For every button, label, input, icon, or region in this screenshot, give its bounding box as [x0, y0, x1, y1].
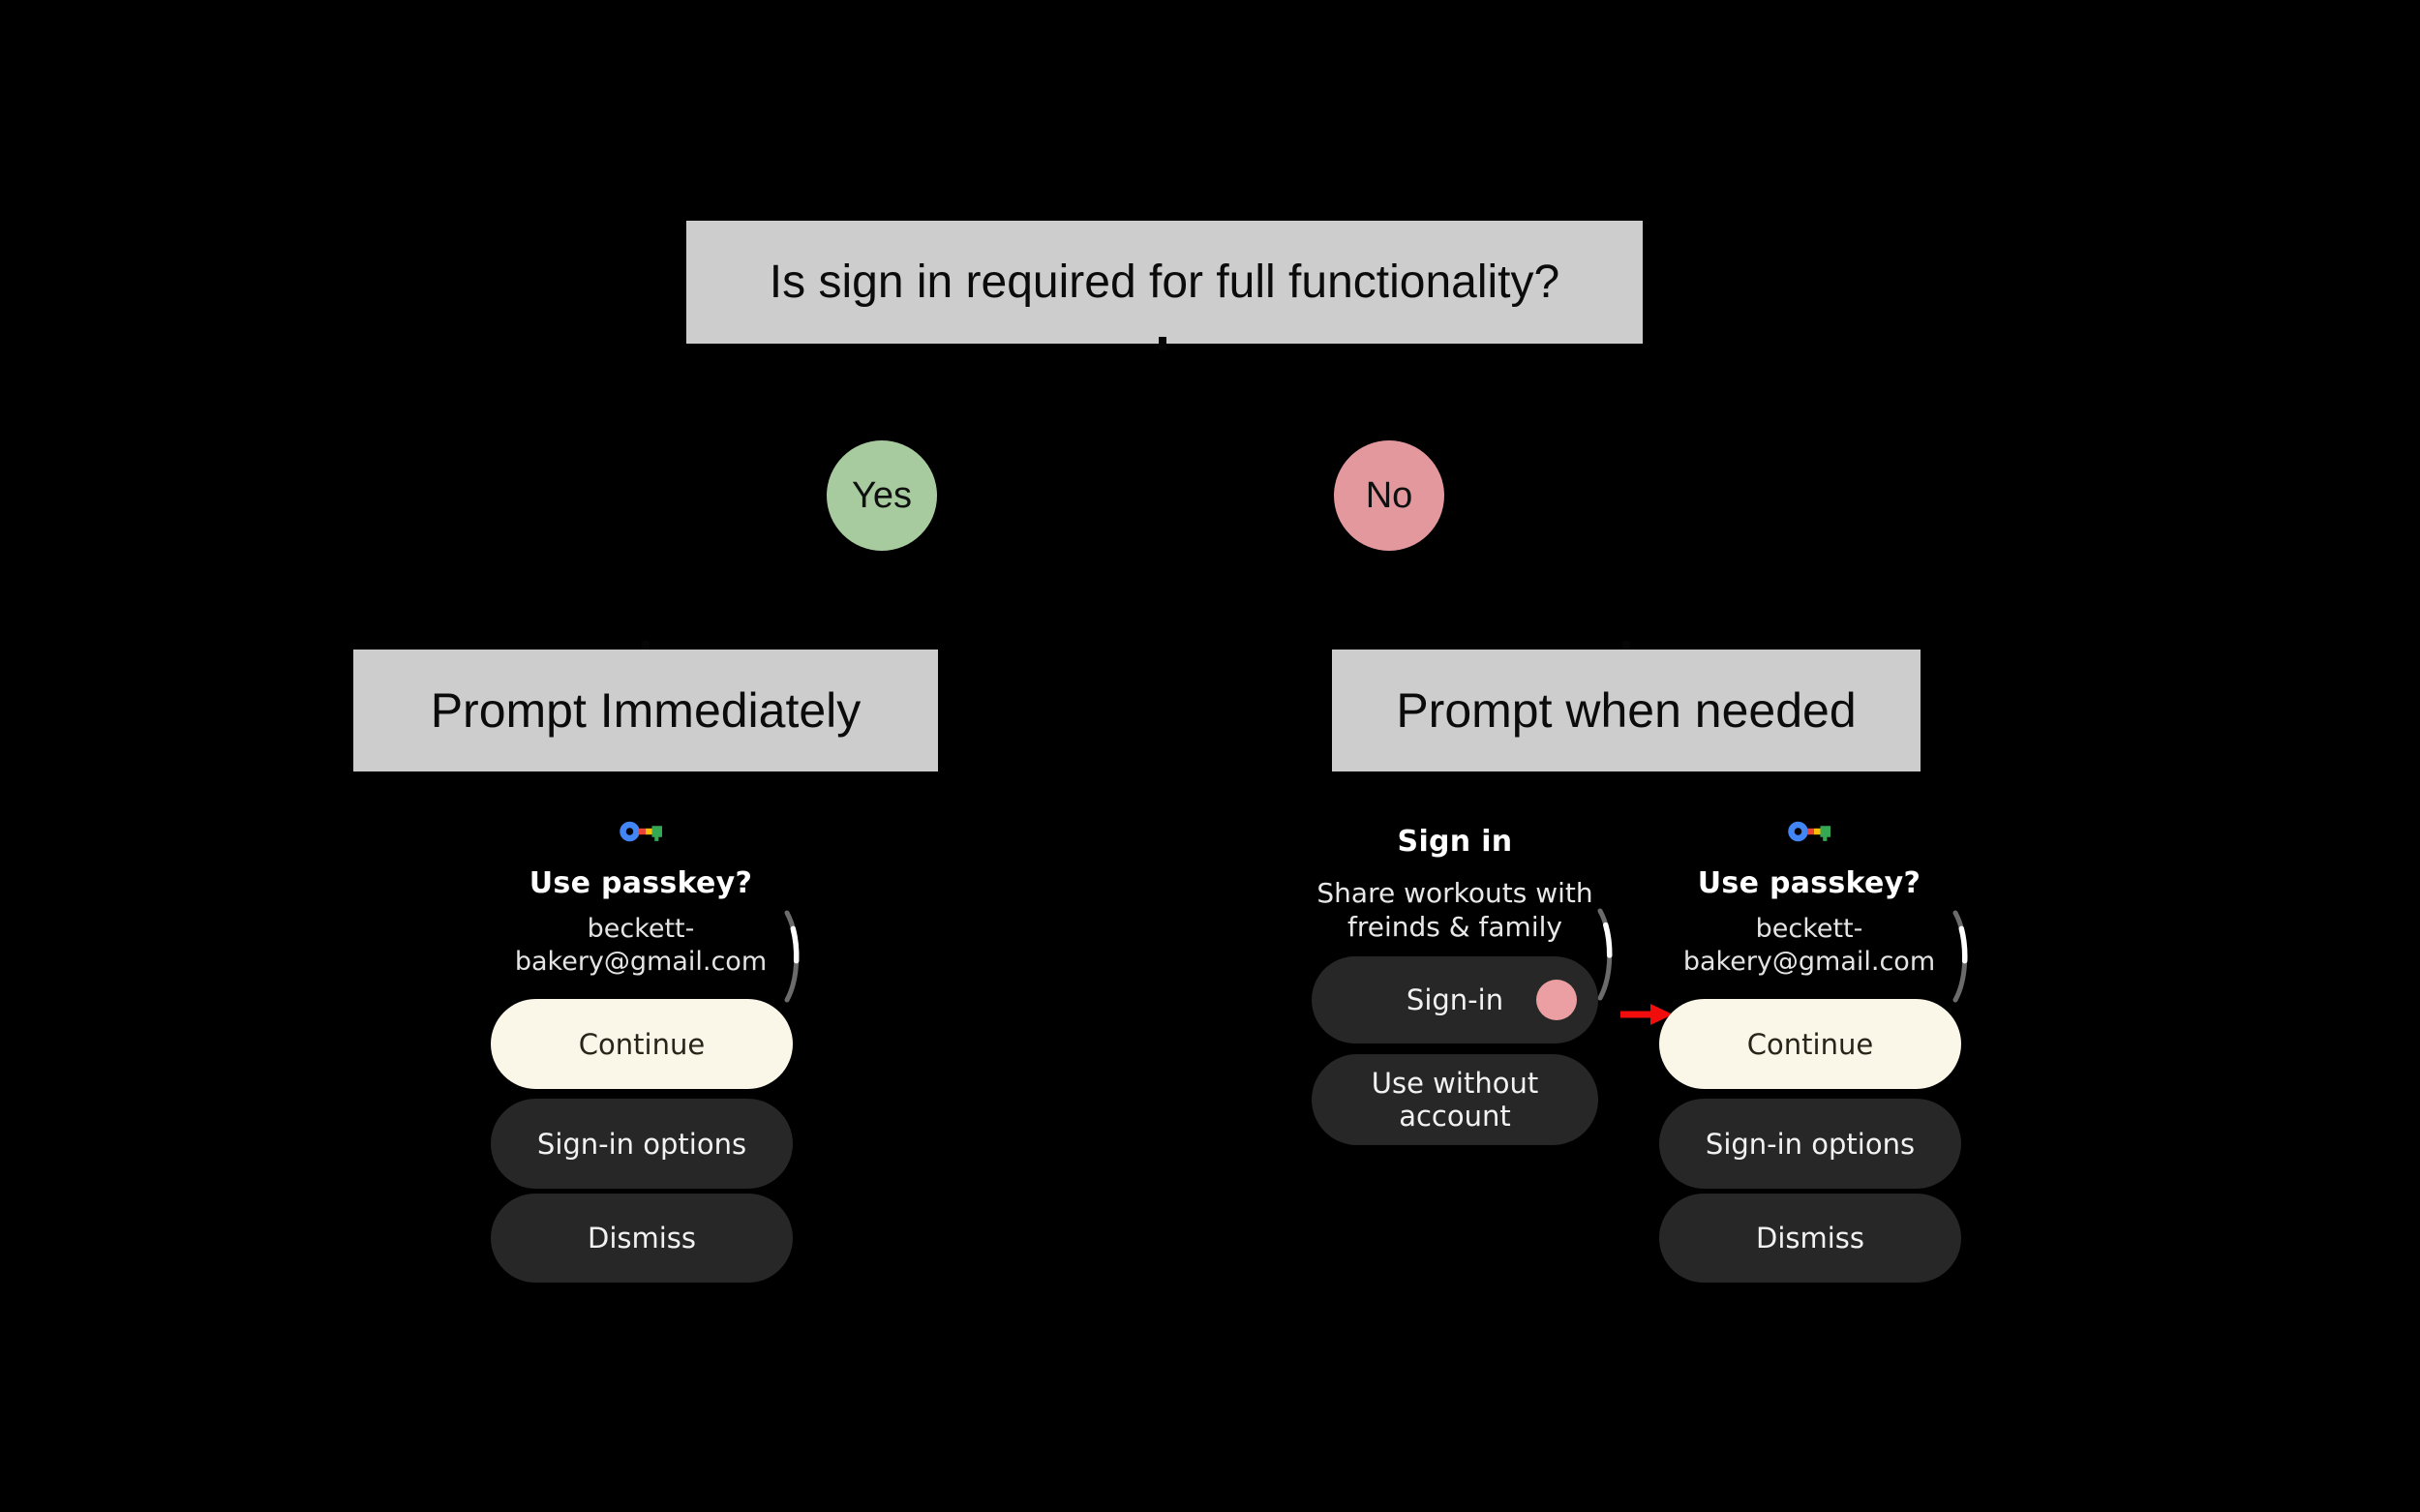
scroll-indicator[interactable]: [1595, 908, 1618, 1001]
watch-screen-passkey-left: Use passkey? beckett- bakery@gmail.com C…: [474, 813, 807, 1297]
continue-button[interactable]: Continue: [1659, 999, 1961, 1089]
passkey-key-icon: [620, 821, 662, 842]
email-line1: beckett-: [1755, 914, 1863, 944]
passkey-email: beckett- bakery@gmail.com: [474, 913, 807, 979]
signin-options-button[interactable]: Sign-in options: [1659, 1099, 1961, 1189]
branch-left-text: Prompt Immediately: [430, 683, 862, 738]
decision-node-yes: Yes: [827, 440, 937, 551]
passkey-title: Use passkey?: [1697, 866, 1921, 900]
subtitle-line1: Share workouts with: [1316, 877, 1593, 909]
email-line2: bakery@gmail.com: [514, 947, 768, 977]
dismiss-button[interactable]: Dismiss: [491, 1194, 793, 1283]
passkey-email: beckett- bakery@gmail.com: [1643, 913, 1976, 979]
signin-options-button[interactable]: Sign-in options: [491, 1099, 793, 1189]
yes-label: Yes: [852, 474, 912, 516]
scroll-indicator[interactable]: [782, 910, 805, 1003]
email-line2: bakery@gmail.com: [1682, 947, 1936, 977]
connector-tick: [642, 641, 650, 654]
question-box: Is sign in required for full functionali…: [686, 221, 1643, 344]
watch-screen-passkey-right: Use passkey? beckett- bakery@gmail.com C…: [1643, 813, 1976, 1297]
use-without-account-button[interactable]: Use without account: [1312, 1054, 1598, 1145]
use-without-account-label: Use without account: [1371, 1067, 1539, 1133]
subtitle-line2: freinds & family: [1347, 911, 1562, 943]
signin-subtitle: Share workouts with freinds & family: [1288, 876, 1621, 944]
connector-tick: [1159, 337, 1166, 350]
red-arrow-icon: [1620, 1004, 1673, 1025]
question-text: Is sign in required for full functionali…: [769, 257, 1560, 308]
branch-box-prompt-immediately: Prompt Immediately: [353, 650, 938, 771]
no-label: No: [1365, 474, 1413, 516]
signin-button[interactable]: Sign-in: [1312, 956, 1598, 1043]
continue-button[interactable]: Continue: [491, 999, 793, 1089]
tap-indicator-dot: [1536, 980, 1577, 1020]
watch-screen-signin: Sign in Share workouts with freinds & fa…: [1288, 813, 1621, 1297]
email-line1: beckett-: [587, 914, 695, 944]
scroll-indicator[interactable]: [1951, 910, 1974, 1003]
passkey-title: Use passkey?: [529, 866, 753, 900]
signin-button-label: Sign-in: [1406, 983, 1504, 1016]
signin-title: Sign in: [1397, 825, 1513, 859]
branch-box-prompt-when-needed: Prompt when needed: [1332, 650, 1921, 771]
decision-node-no: No: [1334, 440, 1444, 551]
connector-tick: [1622, 641, 1630, 654]
dismiss-button[interactable]: Dismiss: [1659, 1194, 1961, 1283]
passkey-key-icon: [1788, 821, 1830, 842]
branch-right-text: Prompt when needed: [1396, 683, 1857, 738]
